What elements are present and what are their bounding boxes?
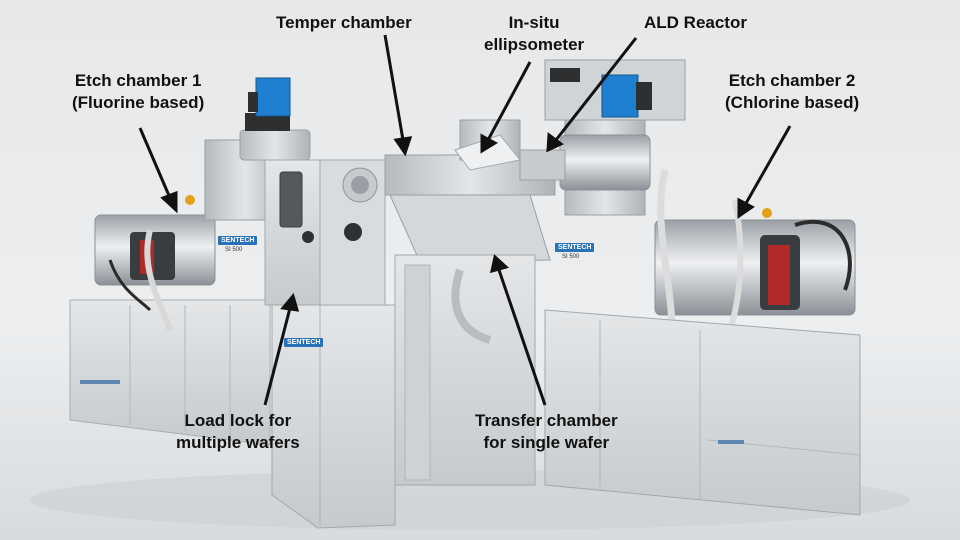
label-load-lock-line2: multiple wafers — [176, 433, 300, 452]
brand-badge-left: SENTECH — [218, 236, 258, 245]
load-lock-tower — [264, 159, 396, 529]
label-load-lock-line1: Load lock for — [184, 411, 292, 430]
label-transfer-chamber-line1: Transfer chamber — [475, 411, 618, 430]
label-transfer-chamber: Transfer chamber for single wafer — [475, 410, 618, 454]
label-temper-chamber-line1: Temper chamber — [276, 13, 412, 32]
label-etch-chamber-1: Etch chamber 1 (Fluorine based) — [72, 70, 204, 114]
label-ald-reactor-line1: ALD Reactor — [644, 13, 747, 32]
label-etch-chamber-1-line2: (Fluorine based) — [72, 93, 205, 112]
transfer-chamber — [384, 119, 556, 486]
label-in-situ-line1: In-situ — [508, 13, 560, 32]
label-etch-chamber-2-line2: (Chlorine based) — [725, 93, 860, 112]
label-in-situ-ellipsometer: In-situ ellipsometer — [484, 12, 584, 56]
label-transfer-chamber-line2: for single wafer — [483, 433, 610, 452]
left-cabinet — [69, 299, 271, 446]
camera-right — [601, 74, 639, 118]
brand-badge-center: SENTECH — [284, 338, 324, 347]
ald-reactor — [519, 59, 686, 216]
label-in-situ-line2: ellipsometer — [484, 35, 585, 54]
annotation-arrows — [138, 34, 792, 406]
label-etch-chamber-1-line1: Etch chamber 1 — [74, 71, 202, 90]
label-ald-reactor: ALD Reactor — [644, 12, 747, 34]
label-load-lock: Load lock for multiple wafers — [176, 410, 300, 454]
model-label-right: SI 500 — [562, 254, 580, 260]
label-temper-chamber: Temper chamber — [276, 12, 412, 34]
model-label-left: SI 500 — [225, 247, 243, 253]
label-etch-chamber-2: Etch chamber 2 (Chlorine based) — [725, 70, 859, 114]
camera-left — [255, 77, 291, 117]
brand-badge-right: SENTECH — [555, 243, 595, 252]
etch-chamber-1 — [94, 77, 311, 331]
right-cabinet — [544, 309, 861, 516]
label-etch-chamber-2-line1: Etch chamber 2 — [728, 71, 856, 90]
